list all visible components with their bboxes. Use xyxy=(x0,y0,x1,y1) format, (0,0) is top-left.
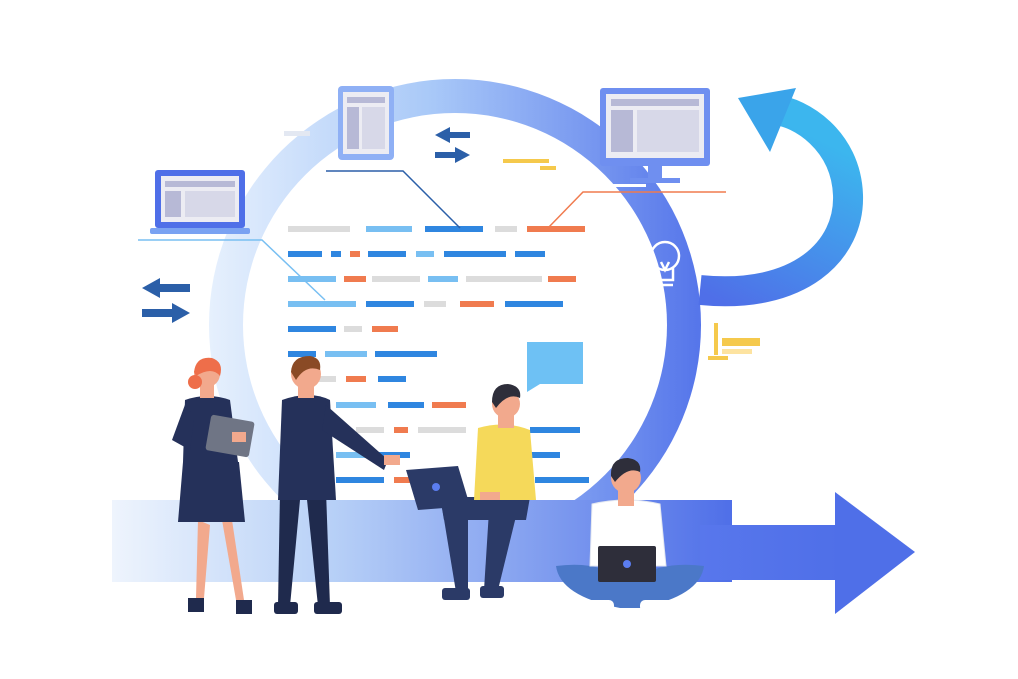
cycle-arrow-icon xyxy=(698,88,864,307)
tablet-icon xyxy=(338,86,394,160)
swap-arrows-icon xyxy=(435,127,470,163)
man-cross-legged-with-laptop xyxy=(556,458,704,612)
note-blocks xyxy=(708,323,760,360)
man-in-suit-pointing xyxy=(274,356,400,614)
man-with-laptop-seated xyxy=(406,384,536,600)
chat-bubble-icon xyxy=(527,342,583,392)
code-lines xyxy=(288,226,589,483)
decorative-dashes xyxy=(284,131,646,187)
monitor-icon xyxy=(600,88,710,183)
lightbulb-icon xyxy=(649,240,681,287)
woman-with-tablet xyxy=(172,357,255,614)
connector-lines xyxy=(138,170,726,301)
swap-arrows-icon xyxy=(142,278,190,323)
laptop-icon xyxy=(150,170,250,234)
